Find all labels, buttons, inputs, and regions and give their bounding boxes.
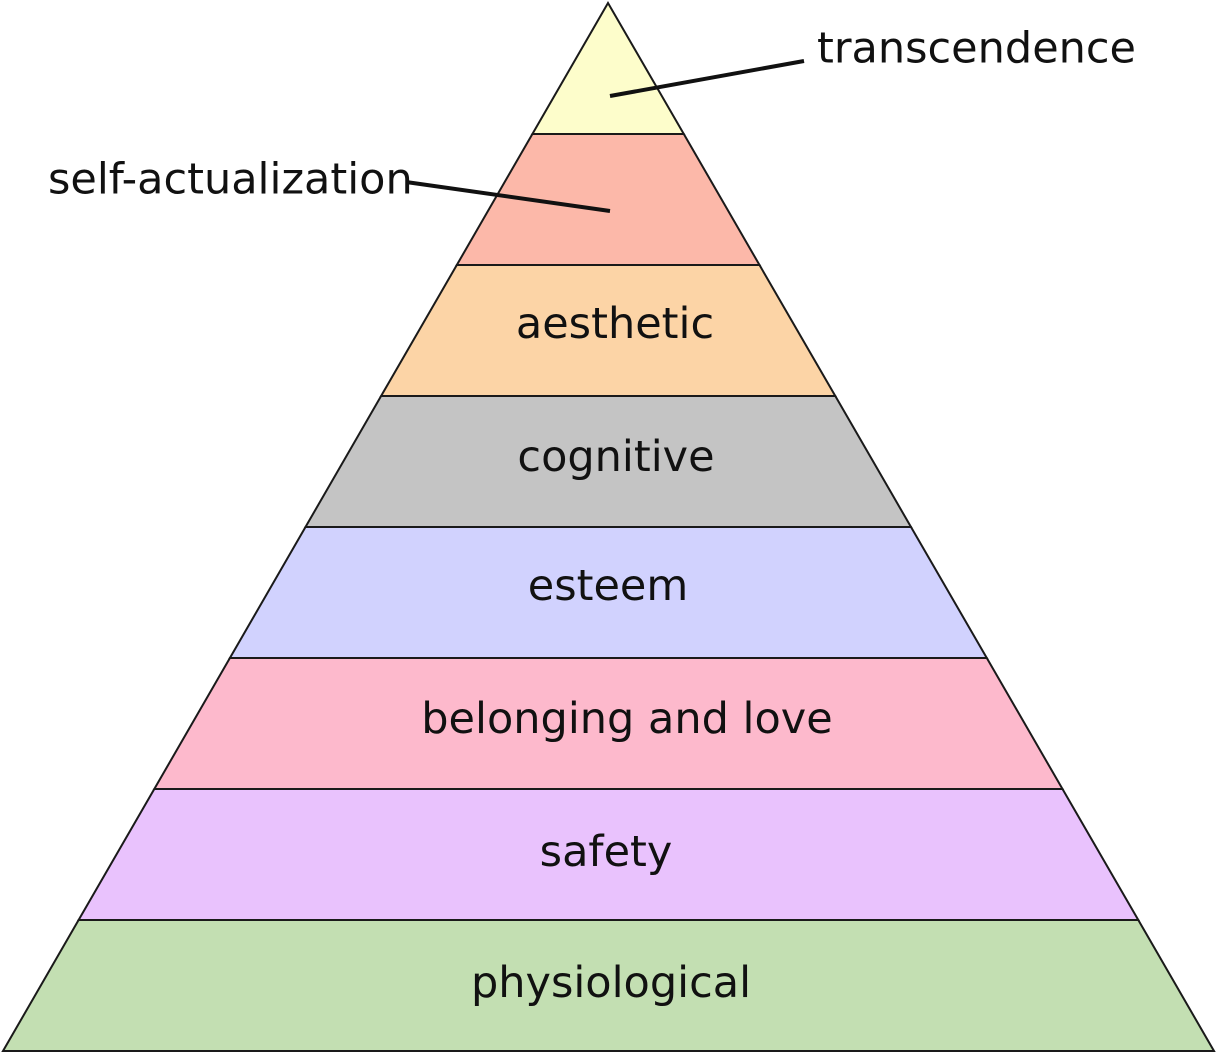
tier-transcendence <box>530 1 686 135</box>
tier-label-esteem: esteem <box>528 561 689 611</box>
pyramid-callouts: self-actualization transcendence <box>48 24 1136 213</box>
tier-self-actualization <box>455 133 762 266</box>
tier-label-safety: safety <box>540 827 673 877</box>
pyramid-labels: physiological safety belonging and love est… <box>421 299 832 1008</box>
self-actualization-callout-label: self-actualization <box>48 155 413 205</box>
tier-label-aesthetic: aesthetic <box>516 299 714 349</box>
self-actualization-leader-line <box>405 180 611 213</box>
tier-label-belonging-and-love: belonging and love <box>421 694 832 744</box>
tier-label-cognitive: cognitive <box>517 432 714 482</box>
transcendence-callout-label: transcendence <box>817 24 1136 74</box>
transcendence-leader-line <box>609 59 805 98</box>
tier-label-physiological: physiological <box>471 958 751 1008</box>
